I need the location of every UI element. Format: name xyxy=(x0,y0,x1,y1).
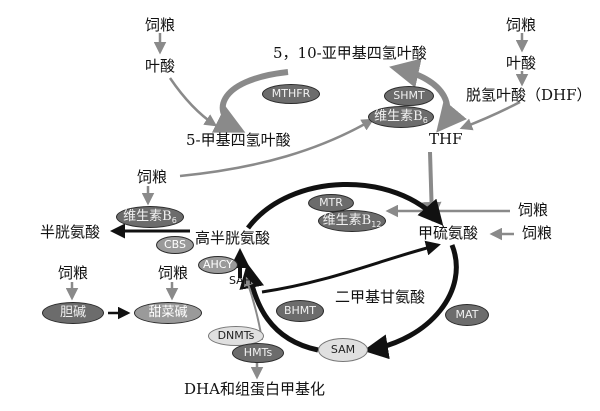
ahcy-node: AHCY xyxy=(198,256,238,274)
label-homocysteine: 高半胱氨酸 xyxy=(195,229,271,247)
betaine-node: 甜菜碱 xyxy=(134,302,202,324)
label-feed-lower-mid: 饲粮 xyxy=(158,264,189,282)
label-cysteine: 半胱氨酸 xyxy=(40,223,101,241)
label-dha-methylation: DHA和组蛋白甲基化 xyxy=(184,380,325,398)
arrow-dhf-thf xyxy=(459,100,521,131)
arrow-feed-vitb6 xyxy=(179,118,375,178)
label-feed-lower-left: 饲粮 xyxy=(58,264,89,282)
label-dhf: 脱氢叶酸（DHF） xyxy=(466,86,592,104)
label-methylene-thf: 5，10-亚甲基四氢叶酸 xyxy=(273,44,427,62)
cycle-top xyxy=(246,182,444,230)
sam-node: SAM xyxy=(318,338,368,362)
label-folate-right: 叶酸 xyxy=(506,54,537,72)
bhmt-node: BHMT xyxy=(276,300,324,322)
dnmts-node: DNMTs xyxy=(208,326,264,346)
vitb6-upper-node: 维生素B6 xyxy=(368,106,434,128)
arrow-cycle-right xyxy=(389,58,467,133)
choline-node: 胆碱 xyxy=(42,302,104,324)
hmts-node: HMTs xyxy=(232,343,284,363)
label-feed-right-upper: 饲粮 xyxy=(518,201,549,219)
arrow-folate-methylthf xyxy=(168,77,218,127)
shmt-node: SHMT xyxy=(384,86,434,106)
label-sah: SAH xyxy=(229,274,252,287)
mtr-node: MTR xyxy=(308,194,354,212)
cycle-right xyxy=(363,244,459,360)
label-feed-right-lower: 饲粮 xyxy=(522,224,553,242)
label-feed-top-left: 饲粮 xyxy=(145,16,176,34)
label-methionine: 甲硫氨酸 xyxy=(418,224,479,242)
label-methyl-thf: 5-甲基四氢叶酸 xyxy=(186,131,291,149)
mthfr-node: MTHFR xyxy=(262,84,320,104)
label-feed-mid-left: 饲粮 xyxy=(137,168,168,186)
label-thf: THF xyxy=(429,130,463,148)
mat-node: MAT xyxy=(445,304,489,326)
label-feed-top-right: 饲粮 xyxy=(506,16,537,34)
label-folate-left: 叶酸 xyxy=(145,57,176,75)
label-dimethylglycine: 二甲基甘氨酸 xyxy=(335,288,426,306)
arrow-cycle-left xyxy=(211,69,289,133)
vitb12-node: 维生素B12 xyxy=(318,210,386,232)
cbs-node: CBS xyxy=(156,236,194,254)
vitb6-lower-node: 维生素B6 xyxy=(116,206,184,228)
arrow-betaine-methionine xyxy=(261,240,441,294)
arrow-thf-methionine xyxy=(421,151,442,222)
